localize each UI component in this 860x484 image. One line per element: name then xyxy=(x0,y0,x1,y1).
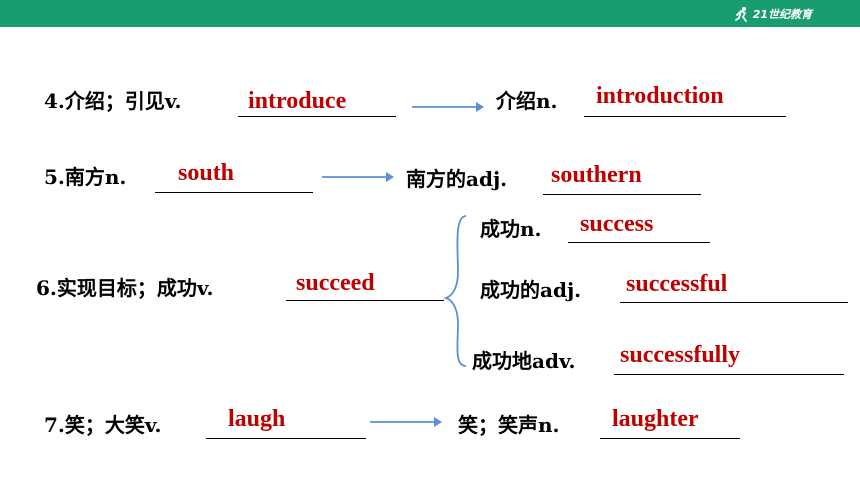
item-6-left-blank[interactable] xyxy=(286,274,444,301)
item-6-branch-1-answer: success xyxy=(580,211,654,237)
header-bar: 21世纪教育 xyxy=(0,0,860,27)
item-5-right-answer: southern xyxy=(551,162,642,188)
arrow-right-icon xyxy=(412,102,484,112)
brand-logo: 21世纪教育 xyxy=(734,5,812,23)
item-6-left-label: 6.实现目标；成功v. xyxy=(36,276,214,300)
item-6-branch-1-blank[interactable] xyxy=(568,216,710,243)
item-7-left-label: 7.笑；大笑v. xyxy=(44,413,162,437)
item-5-right-blank[interactable] xyxy=(543,168,701,195)
item-5-right-label: 南方的adj. xyxy=(406,167,508,191)
item-6-branch-3-answer: successfully xyxy=(620,342,740,368)
item-4-left-answer: introduce xyxy=(248,88,347,114)
arrow-right-icon xyxy=(370,417,442,427)
item-5-left-label: 5.南方n. xyxy=(44,165,127,189)
curly-brace-icon xyxy=(443,215,467,367)
item-5-left-answer: south xyxy=(178,160,235,186)
item-4-left-blank[interactable] xyxy=(238,90,396,117)
item-6-branch-2-answer: successful xyxy=(626,271,728,297)
item-7-right-answer: laughter xyxy=(612,406,699,432)
item-6-branch-3-blank[interactable] xyxy=(614,348,844,375)
item-4-right-label: 介绍n. xyxy=(496,89,558,113)
item-6-branch-1-label: 成功n. xyxy=(480,217,542,241)
item-6-branch-2-blank[interactable] xyxy=(620,276,848,303)
item-5-left-blank[interactable] xyxy=(155,166,313,193)
item-6-branch-3-label: 成功地adv. xyxy=(472,349,576,373)
item-7-left-blank[interactable] xyxy=(206,412,366,439)
item-4-left-label: 4.介绍；引见v. xyxy=(44,89,182,113)
runner-icon xyxy=(734,7,747,22)
item-4-right-answer: introduction xyxy=(596,83,724,109)
logo-text: 21世纪教育 xyxy=(752,8,812,21)
item-7-right-blank[interactable] xyxy=(600,412,740,439)
item-6-branch-2-label: 成功的adj. xyxy=(480,278,582,302)
item-4-right-blank[interactable] xyxy=(584,90,786,117)
item-7-right-label: 笑；笑声n. xyxy=(458,413,560,437)
arrow-right-icon xyxy=(322,172,394,182)
item-6-left-answer: succeed xyxy=(296,270,375,296)
item-7-left-answer: laugh xyxy=(228,406,286,432)
